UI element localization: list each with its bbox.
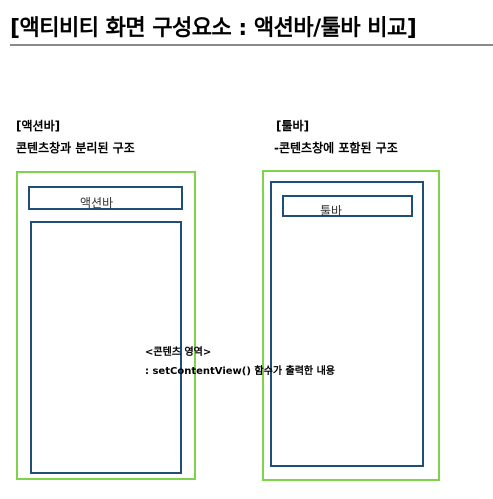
- actionbar-box: [28, 186, 183, 210]
- toolbar-heading: [툴바]: [276, 119, 310, 133]
- actionbar-label: 액션바: [80, 196, 114, 210]
- toolbar-screen-frame: [262, 170, 440, 481]
- toolbar-label: 툴바: [320, 204, 343, 218]
- actionbar-screen-frame: [16, 171, 196, 480]
- title-underline: [10, 44, 493, 46]
- toolbar-description: -콘텐츠창에 포함된 구조: [274, 141, 398, 155]
- content-area-description: : setContentView() 함수가 출력한 내용: [145, 366, 335, 377]
- actionbar-content-box: [30, 221, 182, 474]
- content-area-title: <콘텐츠 영역>: [145, 347, 212, 358]
- toolbar-box: [282, 195, 413, 217]
- page-title: [액티비티 화면 구성요소 : 액션바/툴바 비교]: [10, 16, 417, 41]
- actionbar-heading: [액션바]: [16, 119, 61, 133]
- actionbar-description: 콘텐츠창과 분리된 구조: [16, 141, 135, 155]
- toolbar-content-box: [270, 181, 424, 467]
